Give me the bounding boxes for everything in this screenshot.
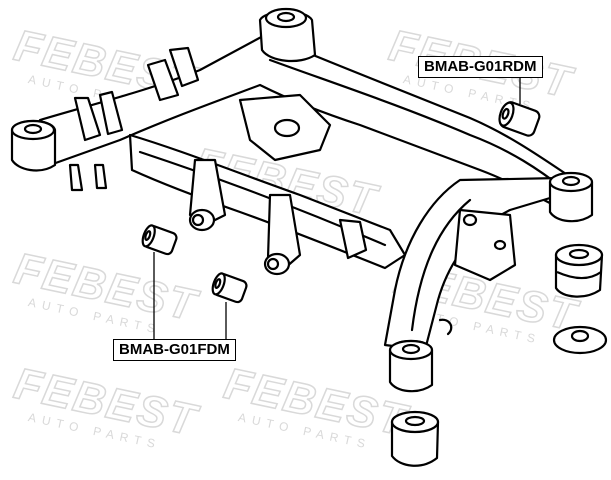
watermark-7: FEBEST AUTO PARTS	[219, 358, 413, 452]
front-bushing-part-1	[141, 224, 178, 256]
bracket-left-1	[73, 96, 102, 142]
bracket-left-3	[146, 58, 180, 102]
front-bushing-part-2	[211, 272, 248, 304]
rear-bushing-part	[498, 101, 541, 137]
bracket-left-2	[98, 90, 124, 136]
side-mount-part	[554, 243, 604, 298]
right-bracket	[453, 208, 517, 282]
subframe	[10, 7, 594, 393]
watermark-4: FEBEST AUTO PARTS	[9, 243, 203, 337]
lower-mount-bush-core	[401, 343, 421, 355]
front-bracket-2	[266, 193, 302, 270]
right-bracket-hole-1	[462, 213, 478, 227]
part-number-front: BMAB-G01FDM	[113, 339, 236, 361]
bottom-bushing-core	[404, 415, 426, 427]
right-upper-bush-core	[561, 175, 581, 187]
rear-crossmember-inner-edge	[268, 58, 567, 192]
front-bushing-core	[144, 230, 152, 241]
loose-parts	[141, 101, 608, 467]
front-bushing-face	[211, 272, 226, 296]
leader-lines	[153, 78, 521, 340]
front-bush-1-core	[191, 213, 205, 227]
side-mount-band	[556, 270, 602, 280]
washer-inner	[570, 329, 590, 343]
left-outer-bush-core	[23, 123, 43, 135]
bracket-left-4	[168, 46, 200, 88]
part-number-rear: BMAB-G01RDM	[418, 56, 543, 78]
diff-mount-hole	[273, 118, 301, 138]
bottom-bushing-part	[390, 410, 440, 467]
watermark-6: FEBEST AUTO PARTS	[9, 358, 203, 452]
washer-part	[552, 325, 608, 355]
front-bracket-3	[338, 218, 368, 260]
bracket-left-6	[93, 163, 108, 190]
left-top-bush-core	[276, 11, 296, 23]
front-bushing-face	[141, 224, 156, 248]
bracket-left-5	[68, 163, 84, 192]
front-bush-2-core	[266, 257, 280, 271]
side-mount-core	[568, 248, 590, 260]
front-bushing-core	[214, 278, 222, 289]
clip	[438, 318, 453, 336]
rear-bushing-core	[501, 107, 510, 120]
right-bracket-hole-2	[493, 239, 507, 251]
